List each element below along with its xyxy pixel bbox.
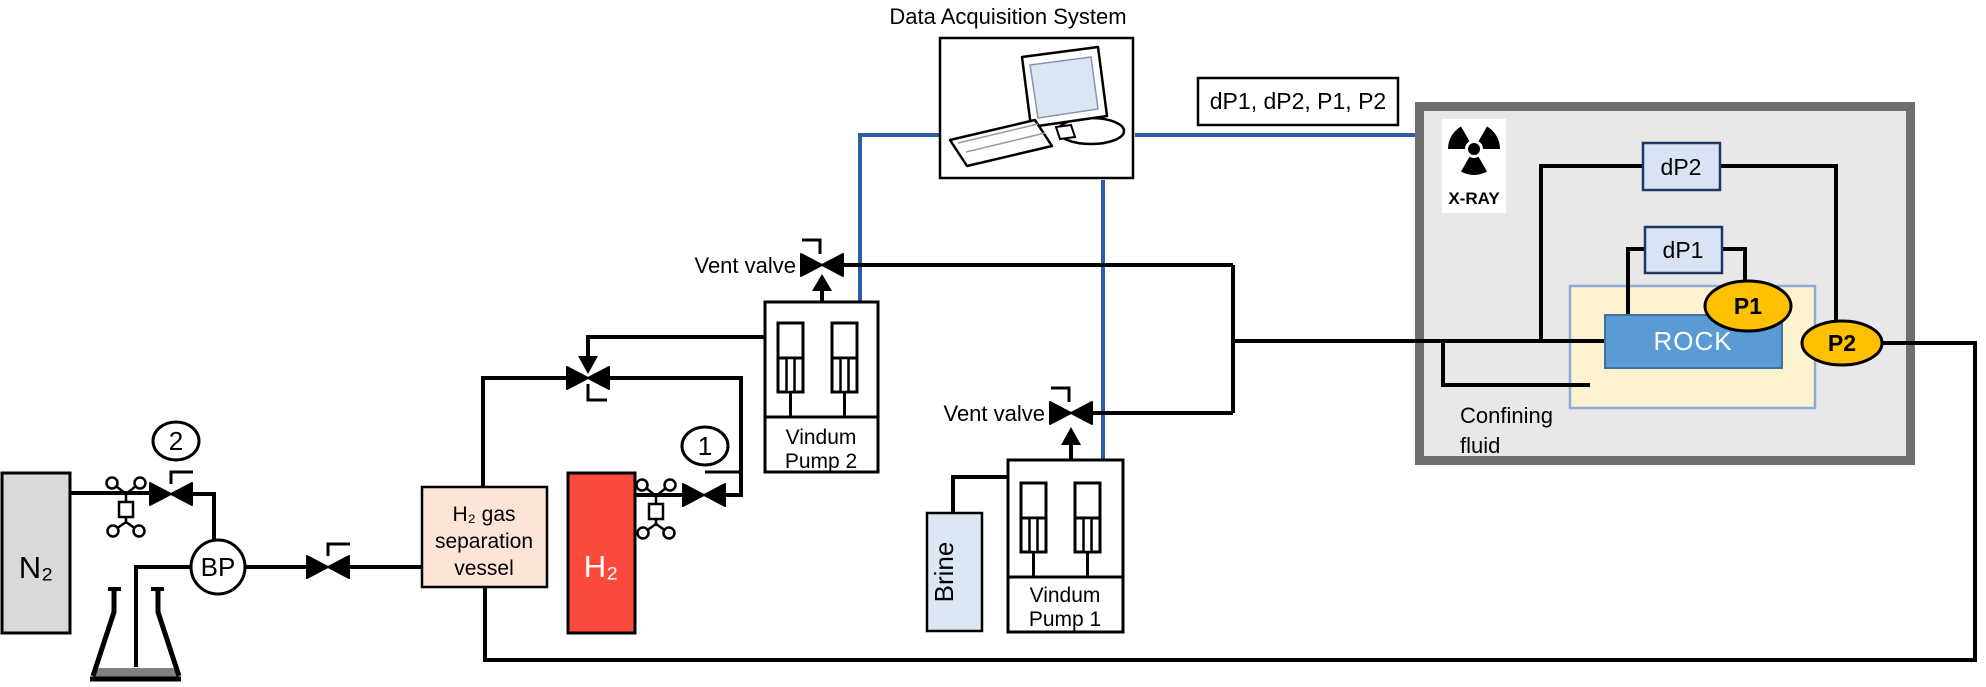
three-way-valve [566, 356, 610, 402]
pipe-vessel-to-threeway [481, 376, 566, 487]
vindum-pump-1: Vindum Pump 1 [1006, 458, 1125, 634]
daq-box [938, 36, 1135, 180]
h2-pressure-regulator [635, 478, 677, 540]
valve-1-number-circle [680, 425, 730, 467]
n2-label: N₂ [19, 550, 53, 585]
pipe-confining-branch [1441, 341, 1590, 387]
pipe-dp2-circuit [1539, 164, 1838, 341]
confining-fluid-label-2: fluid [1460, 433, 1500, 458]
dp2-label: dP2 [1661, 154, 1702, 180]
vent-valve-2-label: Vent valve [694, 253, 796, 278]
pump2-label-2: Pump 2 [785, 450, 857, 473]
signal-line-pump2 [858, 133, 940, 302]
p2-gauge [1800, 319, 1884, 367]
sep-vessel-label-3: vessel [454, 557, 514, 580]
daq-title: Data Acquisition System [889, 4, 1126, 29]
pipe-brine-to-pump1 [951, 475, 1008, 513]
dp2-transducer [1641, 141, 1722, 192]
xray-label: X-RAY [1448, 189, 1500, 208]
n2-cylinder [0, 471, 72, 635]
dp1-transducer [1643, 225, 1724, 275]
valve-1 [682, 470, 741, 507]
back-pressure-regulator [189, 538, 247, 596]
daq-signals-box [1196, 76, 1400, 127]
valve-1-number: 1 [698, 431, 712, 461]
n2-pressure-regulator [105, 476, 147, 538]
p2-label: P2 [1828, 330, 1856, 356]
h2-separation-vessel [420, 485, 549, 589]
flask-liquid [93, 668, 179, 678]
vent-valve-2 [800, 238, 844, 291]
pump2-label-1: Vindum [786, 426, 857, 449]
p1-label: P1 [1734, 293, 1762, 319]
pipe-return-loop [483, 341, 1977, 662]
process-pipes [70, 164, 1977, 667]
sep-vessel-label-2: separation [435, 530, 533, 553]
h2-cylinder [566, 471, 637, 635]
computer-icon [948, 45, 1126, 168]
rock-label: ROCK [1653, 326, 1732, 356]
brine-vessel [925, 511, 984, 633]
confining-fluid-label-1: Confining [1460, 403, 1553, 428]
effluent-flask [90, 587, 182, 682]
pipe-pump2-to-threeway [586, 335, 765, 357]
brine-label: Brine [929, 542, 959, 603]
pipe-bp-to-flask [134, 565, 191, 667]
vent-valve-1 [1049, 386, 1093, 445]
pipe-threeway-to-valve1 [610, 376, 743, 497]
vindum-pump-2: Vindum Pump 2 [763, 300, 880, 474]
pump1-label-1: Vindum [1030, 584, 1101, 607]
pipe-valve2-to-bp [190, 492, 216, 541]
dp1-label: dP1 [1663, 237, 1704, 263]
p1-gauge [1703, 279, 1793, 333]
pipe-dp1-circuit [1626, 247, 1747, 315]
vessel-outlet-valve [306, 542, 350, 579]
valve-2-number: 2 [169, 426, 183, 456]
valve-2 [149, 470, 193, 506]
vent-valve-1-label: Vent valve [943, 401, 1045, 426]
h2-label: H₂ [584, 549, 618, 584]
pump1-label-2: Pump 1 [1029, 608, 1101, 631]
daq-signals-label: dP1, dP2, P1, P2 [1210, 88, 1386, 114]
bp-label: BP [201, 552, 236, 582]
valve-2-number-circle [151, 420, 201, 462]
radiation-warning-icon: X-RAY [1442, 119, 1506, 213]
sep-vessel-label-1: H₂ gas [452, 503, 515, 526]
